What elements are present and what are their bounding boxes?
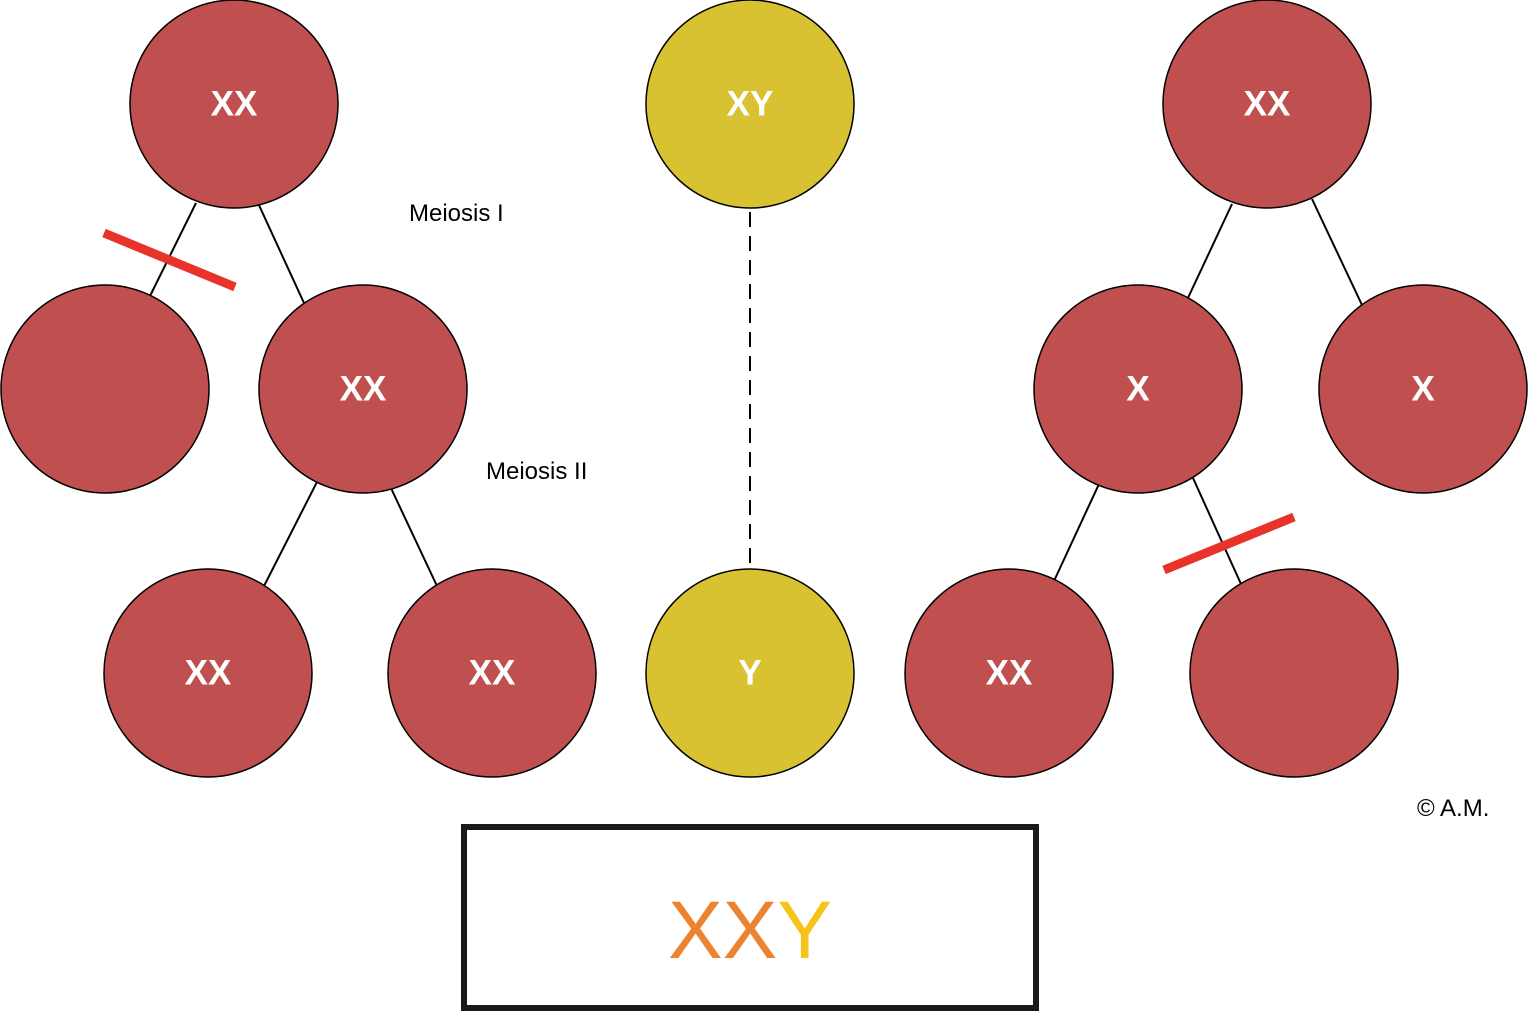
right-nondisjunction-mark (1162, 512, 1296, 575)
left-daughter-cell (258, 284, 468, 494)
left-daughter-label: XX (340, 370, 387, 409)
connector-left-parent-to-blocked (149, 202, 197, 297)
result-x1: X (668, 885, 723, 976)
connector-right-daughter-to-gamete-blocked (1192, 477, 1242, 585)
right-gamete-a-cell (904, 568, 1114, 778)
meiosis-2-label: Meiosis II (486, 458, 587, 485)
connector-right-parent-to-daughter-a (1186, 203, 1233, 301)
left-gamete-b-label: XX (469, 654, 516, 693)
connector-left-daughter-to-gamete-a (263, 479, 319, 587)
left-nondisjunction-mark (102, 228, 237, 292)
connector-right-parent-to-daughter-b (1311, 198, 1363, 306)
connector-left-daughter-to-gamete-b (389, 485, 438, 587)
right-parent-cell (1162, 0, 1372, 209)
center-gamete-cell (645, 568, 855, 778)
center-parent-label: XY (727, 85, 774, 124)
center-parent-cell (645, 0, 855, 209)
connector-left-parent-to-daughter (257, 202, 305, 304)
right-daughter-b-cell (1318, 284, 1528, 494)
left-gamete-a-cell (103, 568, 313, 778)
center-gamete-label: Y (738, 654, 761, 693)
connector-right-daughter-to-gamete-a (1053, 483, 1100, 582)
result-box (461, 824, 1039, 1011)
left-daughter-blocked-cell (0, 284, 210, 494)
result-karyotype: XXY (668, 885, 832, 976)
left-parent-cell (129, 0, 339, 209)
result-x2: X (723, 885, 778, 976)
right-daughter-a-cell (1033, 284, 1243, 494)
result-y: Y (777, 885, 832, 976)
left-gamete-b-cell (387, 568, 597, 778)
left-gamete-a-label: XX (185, 654, 232, 693)
right-daughter-b-label: X (1411, 370, 1435, 409)
meiosis-1-label: Meiosis I (409, 200, 504, 227)
copyright-label: © A.M. (1417, 795, 1489, 822)
left-parent-label: XX (211, 85, 258, 124)
right-gamete-blocked-cell (1189, 568, 1399, 778)
right-parent-label: XX (1244, 85, 1291, 124)
right-daughter-a-label: X (1126, 370, 1150, 409)
right-gamete-a-label: XX (986, 654, 1033, 693)
